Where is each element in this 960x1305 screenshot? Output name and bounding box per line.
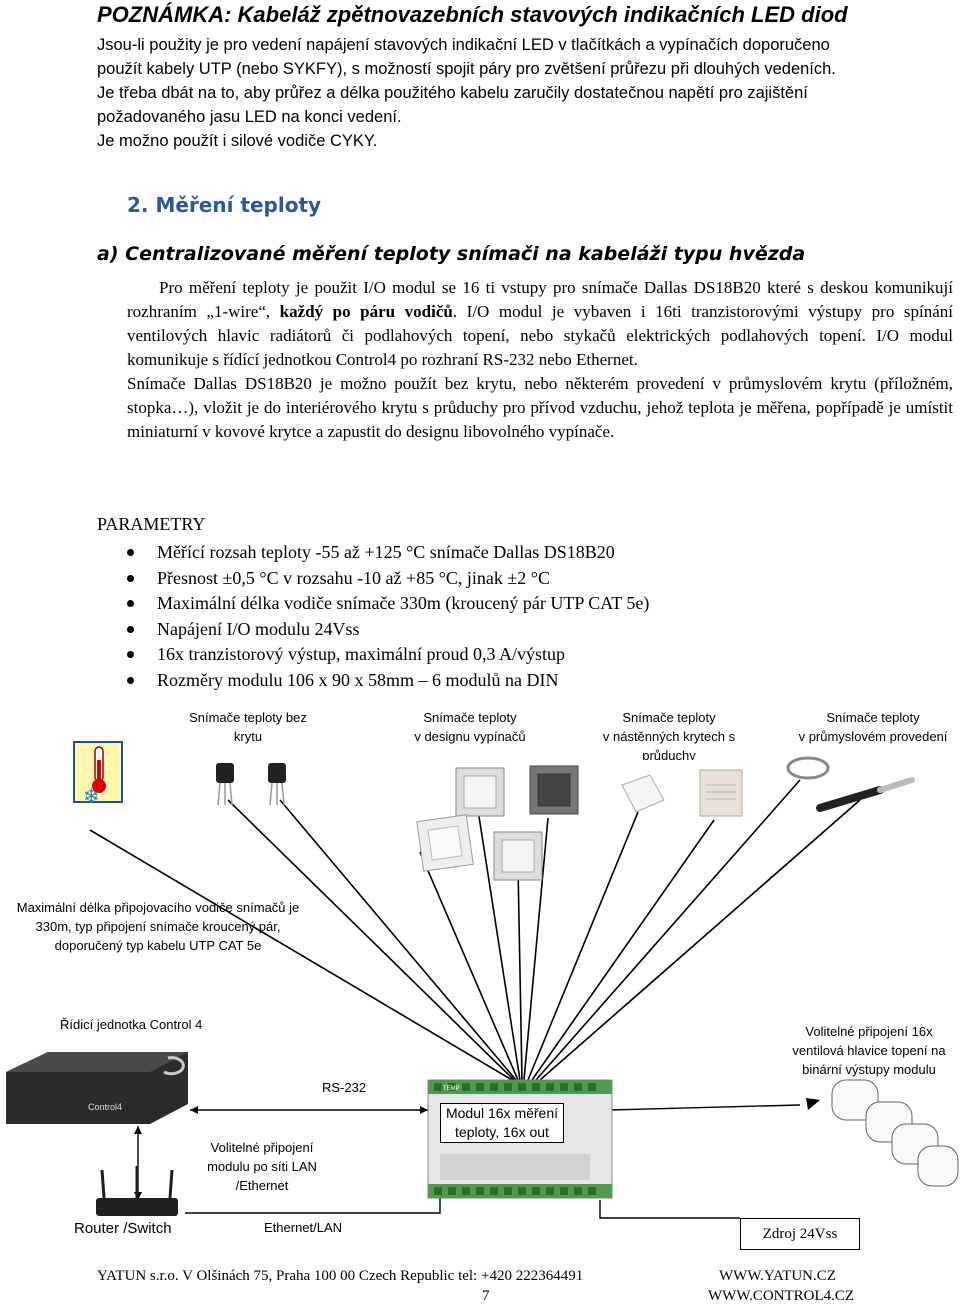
list-item: 16x tranzistorový výstup, maximální prou… (127, 642, 649, 668)
note-line: Je třeba dbát na to, aby průřez a délka … (97, 84, 808, 102)
label-line: Maximální délka připojovacího vodiče sní… (16, 900, 300, 915)
note-line: Je možno použít i silové vodiče CYKY. (97, 132, 378, 150)
note-line: Jsou-li použity je pro vedení napájení s… (97, 36, 830, 54)
label-line: Modul 16x měření (445, 1105, 559, 1121)
label-line: modulu po síti LAN (207, 1159, 317, 1174)
label-switch-sensors: Snímače teploty v designu vypínačů (392, 708, 548, 746)
bare-sensor-icon (216, 763, 286, 806)
router-device (96, 1166, 178, 1216)
label-line: Volitelné připojení 16x (805, 1024, 933, 1039)
list-item: Rozměry modulu 106 x 90 x 58mm – 6 modul… (127, 668, 649, 694)
label-ethernet: Ethernet/LAN (264, 1220, 343, 1235)
label-rs232: RS-232 (322, 1080, 367, 1095)
label-line: /Ethernet (235, 1178, 289, 1193)
valve-heads-icon (831, 1079, 959, 1187)
section-body: Pro měření teploty je použit I/O modul s… (127, 276, 953, 444)
label-line: krytu (233, 729, 263, 744)
paragraph-2: Snímače Dallas DS18B20 je možno použít b… (127, 374, 953, 441)
p1-start: Pro měření teploty je použit I/O modul s… (127, 278, 953, 321)
note-title: POZNÁMKA: Kabeláž zpětnovazebních stavov… (97, 2, 848, 27)
label-line: doporučený typ kabelu UTP CAT 5e (54, 938, 262, 953)
label-line: Snímače teploty (826, 710, 920, 725)
sensor-cables (89, 779, 861, 1081)
list-item: Měřící rozsah teploty -55 až +125 °C sní… (127, 540, 649, 566)
p1-bold: každý po páru vodičů (279, 302, 453, 321)
list-item: Maximální délka vodiče snímače 330m (kro… (127, 591, 649, 617)
svg-text:❄: ❄ (83, 784, 100, 808)
label-line: binární výstupy modulu (802, 1062, 936, 1077)
label-controller: Řídicí jednotka Control 4 (60, 1017, 203, 1032)
module-tag: TEMP (443, 1086, 460, 1092)
label-industrial-sensors: Snímače teploty v průmyslovém provedení (786, 708, 960, 746)
page-number: 7 (482, 1288, 490, 1304)
label-line: 330m, typ připojení snímače kroucený pár… (35, 919, 281, 934)
label-line: průduchy (642, 748, 696, 760)
label-line: ventilová hlavice topení na (792, 1043, 946, 1058)
p1-end: . I/O modul je vybaven i 16ti tranzistor… (127, 302, 954, 369)
footer-address: YATUN s.r.o. V Olšinách 75, Praha 100 00… (97, 1268, 584, 1284)
note-line: použít kabely UTP (nebo SYKFY), s možnos… (97, 60, 836, 78)
label-module: Modul 16x měření teploty, 16x out (440, 1103, 564, 1143)
paragraph-1: Pro měření teploty je použit I/O modul s… (127, 276, 953, 372)
label-line: Snímače teploty (423, 710, 517, 725)
list-item: Přesnost ±0,5 °C v rozsahu -10 až +85 °C… (127, 566, 649, 592)
label-valves: Volitelné připojení 16x ventilová hlavic… (778, 1022, 960, 1079)
switch-sensor-icon (416, 765, 579, 881)
label-line: Volitelné připojení (210, 1140, 314, 1155)
label-cable-note: Maximální délka připojovacího vodiče sní… (2, 898, 314, 955)
thermometer-icon: ❄ (73, 741, 123, 808)
industrial-sensor-icon (786, 756, 915, 812)
label-line: Snímače teploty (622, 710, 716, 725)
label-line: Snímače teploty bez (189, 710, 307, 725)
controller-device (6, 1052, 188, 1124)
label-bare-sensors: Snímače teploty bez krytu (160, 708, 336, 746)
note-line: požadovaného jasu LED na konci vedení. (97, 108, 402, 126)
section-heading: 2. Měření teploty (127, 193, 322, 217)
footer-web-control4[interactable]: WWW.CONTROL4.CZ (708, 1288, 855, 1304)
label-router: Router /Switch (74, 1220, 172, 1237)
label-lan-option: Volitelné připojení modulu po síti LAN /… (200, 1138, 324, 1195)
note-body: Jsou-li použity je pro vedení napájení s… (97, 33, 937, 153)
section-subheading: a) Centralizované měření teploty snímači… (97, 243, 806, 265)
label-psu: Zdroj 24Vss (740, 1218, 860, 1250)
label-line: teploty, 16x out (455, 1124, 549, 1140)
label-wall-sensors: Snímače teploty v nástěnných krytech s p… (585, 708, 753, 760)
wall-sensor-icon (621, 769, 743, 817)
list-item: Napájení I/O modulu 24Vss (127, 617, 649, 643)
footer-web-yatun[interactable]: WWW.YATUN.CZ (719, 1268, 836, 1284)
label-line: v průmyslovém provedení (798, 729, 948, 744)
label-line: v designu vypínačů (414, 729, 526, 744)
label-line: v nástěnných krytech s (602, 729, 736, 744)
control4-logo: Control4 (88, 1102, 123, 1112)
parameters-title: PARAMETRY (97, 514, 206, 534)
parameters-list: Měřící rozsah teploty -55 až +125 °C sní… (127, 540, 649, 693)
